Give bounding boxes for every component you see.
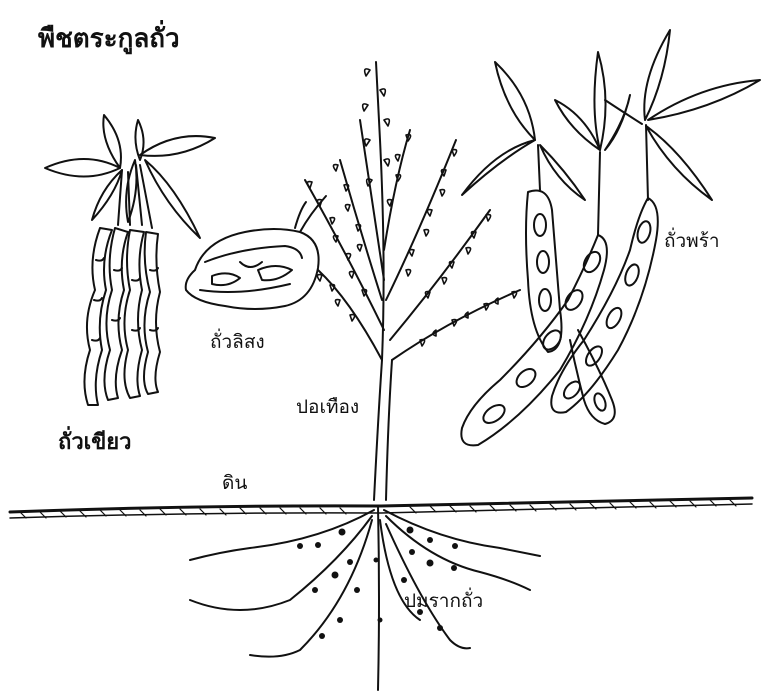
peanut-pod <box>186 196 326 309</box>
root-nodules-label: ปมรากถั่ว <box>404 592 483 611</box>
peanut-label: ถั่วลิสง <box>210 333 265 352</box>
mung-bean-label: ถั่วเขียว <box>58 432 131 454</box>
nodules <box>297 527 458 640</box>
soil-label: ดิน <box>222 474 247 493</box>
sword-bean-label: ถั่วพร้า <box>664 232 720 251</box>
root-system <box>190 506 540 690</box>
soil-line <box>10 498 752 518</box>
cassia-label: ปอเทือง <box>296 398 359 417</box>
mung-bean-plant <box>45 115 215 405</box>
title: พืชตระกูลถั่ว <box>38 26 180 52</box>
cassia-plant <box>305 62 520 500</box>
